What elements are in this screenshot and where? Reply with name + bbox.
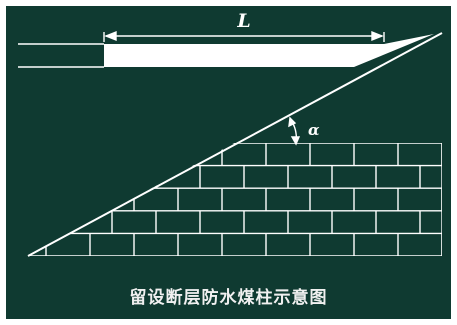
fault-line (27, 32, 443, 257)
coal-pillar-wedge (104, 34, 434, 67)
length-label: L (236, 10, 250, 32)
angle-label: α (308, 121, 320, 139)
dimension-arrow-right-icon (371, 30, 384, 42)
upper-strata-lines (18, 43, 104, 68)
angle-arrow-bottom-icon (290, 136, 301, 146)
angle-arrow-top-icon (288, 116, 297, 128)
dimension-arrow-left-icon (104, 30, 117, 42)
diagram-board: L α (6, 6, 451, 319)
length-dimension (103, 30, 385, 42)
angle-indicator (288, 116, 301, 146)
diagram-caption: 留设断层防水煤柱示意图 (129, 288, 328, 308)
fault-coal-pillar-diagram: L α (6, 6, 451, 319)
